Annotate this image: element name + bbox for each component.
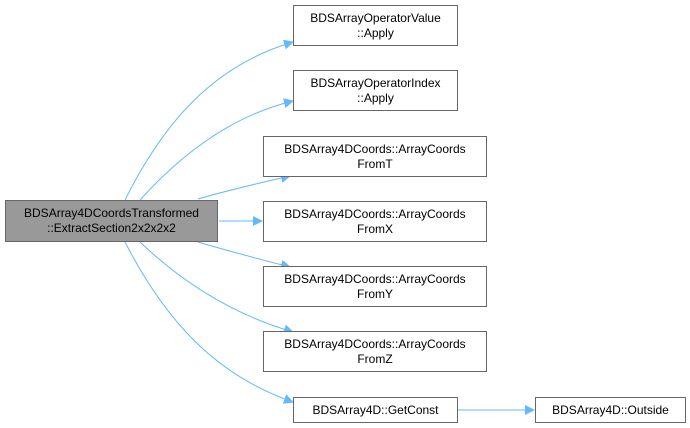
edge-root-to-fromt [197,173,291,200]
edge-root-to-fromz [139,241,294,335]
node-get-const[interactable]: BDSArray4D::GetConst [293,397,458,423]
node-array-coords-from-t[interactable]: BDSArray4DCoords::ArrayCoords FromT [263,136,487,177]
node-label-line2: ::Apply [357,90,394,105]
node-label-line1: BDSArray4DCoords::ArrayCoords [284,141,466,156]
node-label-line2: FromT [357,156,393,171]
node-label-line2: FromX [357,221,393,236]
node-label-line1: BDSArrayOperatorValue [310,10,441,25]
node-array-coords-from-x[interactable]: BDSArray4DCoords::ArrayCoords FromX [263,201,487,242]
edge-root-to-getconst [124,241,294,404]
edge-root-to-fromy [197,241,291,270]
node-operator-value-apply[interactable]: BDSArrayOperatorValue ::Apply [293,5,458,46]
node-extract-section[interactable]: BDSArray4DCoordsTransformed ::ExtractSec… [5,200,218,242]
node-label-line1: BDSArray4DCoords::ArrayCoords [284,206,466,221]
node-label-line1: BDSArrayOperatorIndex [310,75,441,90]
node-label: BDSArray4D::Outside [552,402,669,417]
node-label-line2: ::Apply [357,25,394,40]
node-array-coords-from-z[interactable]: BDSArray4DCoords::ArrayCoords FromZ [263,331,487,372]
node-label-line1: BDSArray4DCoordsTransformed [24,206,199,220]
node-label-line1: BDSArray4DCoords::ArrayCoords [284,336,466,351]
node-label-line2: FromY [357,286,393,301]
edge-root-to-opvalue [124,39,294,201]
node-label-line1: BDSArray4DCoords::ArrayCoords [284,271,466,286]
edge-root-to-opindex [139,98,294,201]
node-label-line2: ::ExtractSection2x2x2x2 [47,221,176,235]
node-array-coords-from-y[interactable]: BDSArray4DCoords::ArrayCoords FromY [263,266,487,307]
node-outside[interactable]: BDSArray4D::Outside [535,397,686,423]
node-label-line2: FromZ [357,351,393,366]
node-label: BDSArray4D::GetConst [312,402,439,417]
node-operator-index-apply[interactable]: BDSArrayOperatorIndex ::Apply [293,70,458,111]
